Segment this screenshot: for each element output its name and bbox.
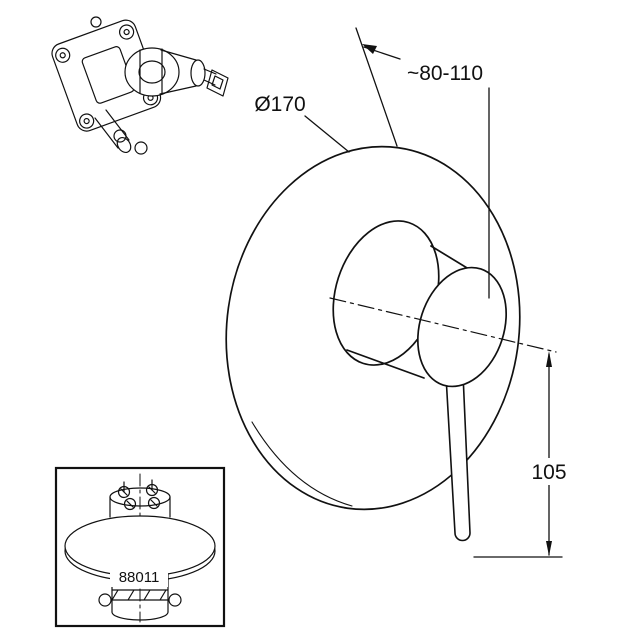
- lever-length-label: 105: [531, 461, 566, 484]
- mixer-trim-drawing: [225, 145, 557, 542]
- lever-arrowhead-bottom: [546, 541, 552, 556]
- dimension-lever-length: 105: [473, 351, 569, 558]
- plate-rim-edge: [251, 421, 353, 507]
- rough-in-valve-illustration: [51, 16, 229, 155]
- lever-arrowhead-top: [546, 351, 552, 367]
- dimension-plate-diameter: Ø170: [254, 93, 350, 153]
- plate-plane-extension-line: [355, 27, 398, 147]
- diameter-leader-line: [304, 115, 350, 153]
- depth-range-label: ~80-110: [407, 62, 483, 85]
- functional-unit-inset: 88011: [54, 466, 226, 628]
- depth-arrowhead: [362, 44, 377, 54]
- knob-face: [416, 266, 508, 388]
- dimension-depth-range: ~80-110: [355, 27, 490, 299]
- plate-diameter-label: Ø170: [254, 93, 305, 116]
- lever-handle: [445, 373, 471, 542]
- centerline: [329, 297, 557, 353]
- part-number-label: 88011: [119, 569, 160, 586]
